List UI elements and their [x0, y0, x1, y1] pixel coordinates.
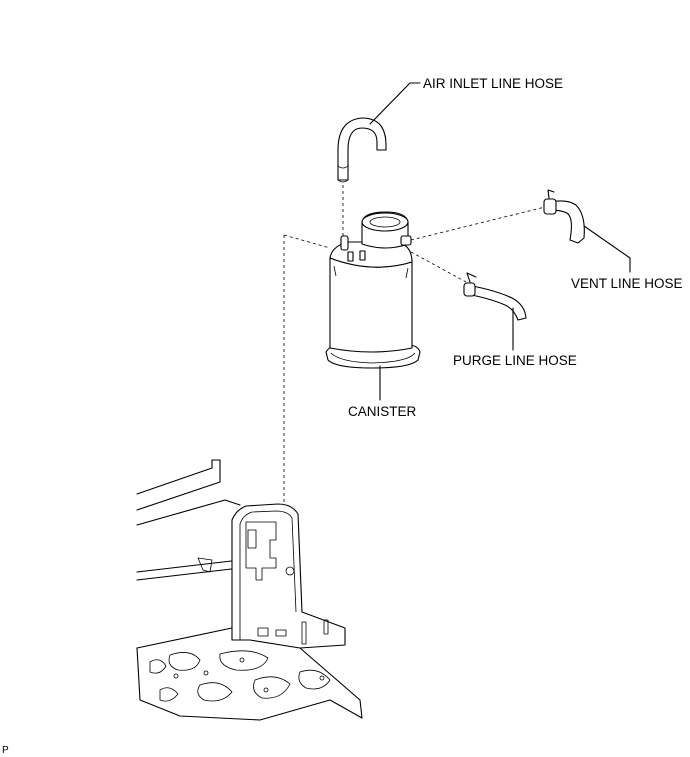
vent-line-hose-label: VENT LINE HOSE	[571, 276, 683, 291]
leader-lines	[369, 82, 631, 401]
purge-line-hose	[463, 272, 527, 321]
canister-label: CANISTER	[348, 404, 417, 419]
canister	[325, 211, 421, 369]
vent-line-hose	[543, 189, 585, 244]
corner-mark: P	[2, 745, 9, 756]
purge-line-hose-label: PURGE LINE HOSE	[453, 353, 577, 368]
vehicle-frame	[136, 459, 363, 721]
air-inlet-line-hose	[337, 117, 387, 183]
alignment-lines	[283, 185, 546, 570]
air-inlet-line-hose-label: AIR INLET LINE HOSE	[423, 76, 564, 91]
